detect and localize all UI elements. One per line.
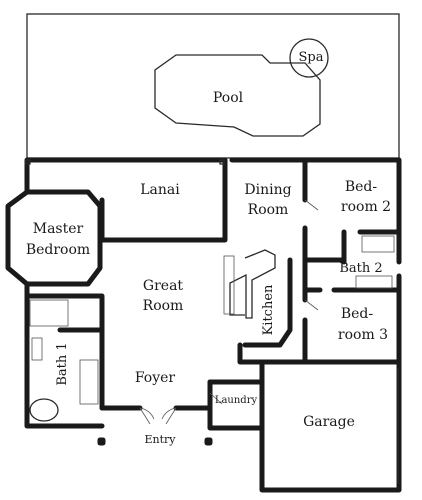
label-bedroom2-2: room 2 [341,199,391,215]
label-great-2: Room [143,298,184,314]
bath1-fixtures [29,299,99,422]
pool-deck-area [26,13,400,159]
label-bedroom3-2: room 3 [338,327,388,343]
label-garage: Garage [303,414,355,430]
label-laundry: Laundry [215,395,258,406]
label-entry: Entry [144,433,176,446]
pool [154,54,321,137]
room-labels: Spa Pool Lanai Dining Room Bed- room 2 M… [26,50,391,446]
label-pool: Pool [213,90,244,106]
label-lanai: Lanai [140,182,180,198]
label-bedroom2-1: Bed- [345,179,378,195]
label-dining-1: Dining [244,182,291,198]
label-spa: Spa [299,50,324,65]
label-foyer: Foyer [135,370,176,386]
label-master-1: Master [33,221,84,237]
interior-walls [24,157,402,411]
spa [289,38,329,78]
label-great-1: Great [143,278,184,294]
door-swings [139,199,319,425]
label-master-2: Bedroom [26,242,90,258]
label-bath1: Bath 1 [55,342,70,385]
bath2-fixtures [355,235,395,289]
label-dining-2: Room [248,202,289,218]
label-bath2: Bath 2 [339,261,382,276]
kitchen-counter [223,249,276,319]
lanai-columns [25,159,225,165]
label-kitchen: Kitchen [261,284,276,335]
label-bedroom3-1: Bed- [341,306,374,322]
entry-posts [97,437,213,446]
